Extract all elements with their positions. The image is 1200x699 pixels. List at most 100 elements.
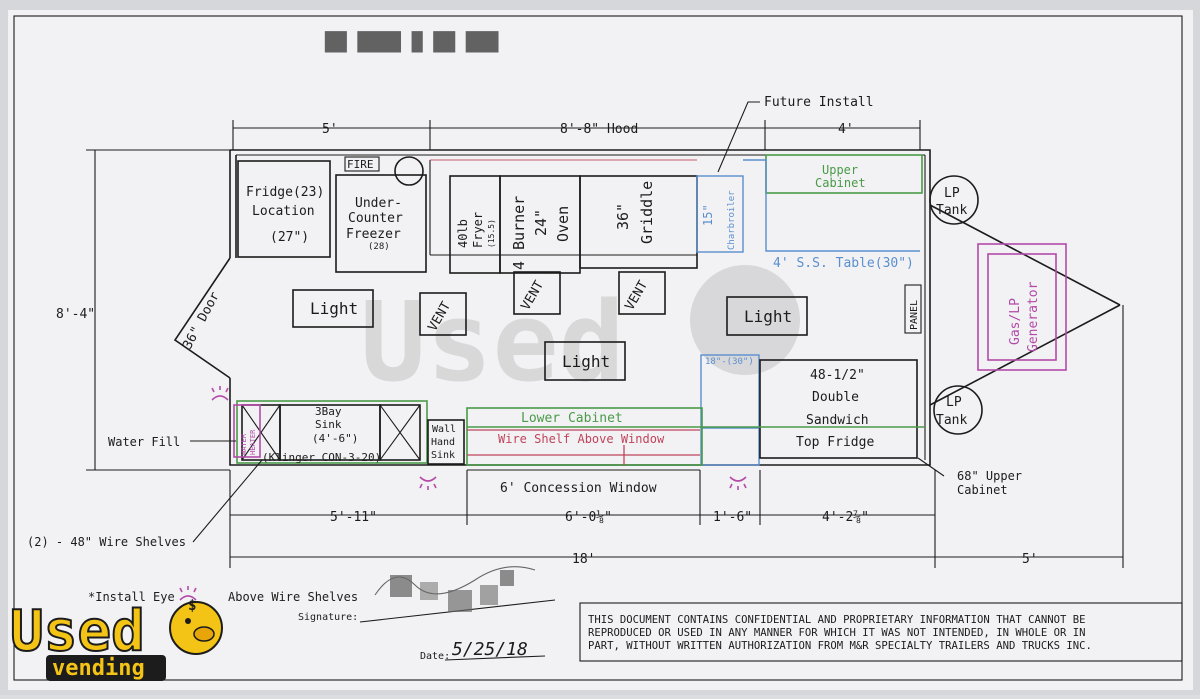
- lp-tank-1-label2: Tank: [936, 203, 967, 218]
- upper-cabinet-label-2: Cabinet: [815, 176, 866, 190]
- hand-sink-label-2: Hand: [431, 437, 455, 448]
- install-eye-note: *Install Eye: [88, 590, 175, 604]
- above-wire-note: Above Wire Shelves: [228, 590, 358, 604]
- vent-3-box: [618, 271, 666, 315]
- panel-box: [904, 284, 922, 334]
- sandwich-fridge-box: [759, 359, 918, 459]
- burner-label-3: 24": [532, 209, 550, 236]
- dim-bottom-6-0: 6'-0⅛": [565, 510, 612, 525]
- vent-2-box: [513, 271, 561, 315]
- dim-bottom-5-11: 5'-11": [330, 510, 377, 525]
- fridge-label-2: Location: [252, 204, 315, 219]
- sandwich-fridge-label-3: Sandwich: [806, 413, 869, 428]
- dim-overall-18: 18': [572, 552, 595, 567]
- water-heater-box: [233, 404, 261, 458]
- space-18-30-box: [700, 354, 760, 466]
- sink-label-1: 3Bay: [315, 405, 342, 418]
- sink-bay-3: [379, 404, 421, 461]
- dim-hood: 8'-8" Hood: [560, 122, 638, 137]
- logo-vending-text: vending: [52, 656, 145, 681]
- watermark-pig: [690, 265, 800, 375]
- fire-extinguisher-icon: [394, 156, 424, 186]
- fridge-label-1: Fridge(23): [246, 185, 324, 200]
- lp-tank-1: [929, 175, 979, 225]
- fridge-label-3: (27"): [270, 230, 309, 245]
- dim-bottom-4-2: 4'-2⅞": [822, 510, 869, 525]
- water-fill-label: Water Fill: [108, 435, 180, 449]
- freezer-label-2: Counter: [348, 211, 403, 226]
- dim-bottom-1-6: 1'-6": [713, 510, 752, 525]
- water-heater-label-1: WATER: [240, 433, 248, 455]
- sink-label-2: Sink: [315, 418, 342, 431]
- drawing-border: [13, 15, 1183, 681]
- upper-cabinet-68-leader: [917, 457, 945, 477]
- fryer-label-3: (15.5): [487, 219, 496, 248]
- charbroiler-label-1: 15": [701, 204, 715, 226]
- sink-label-3: (4'-6"): [312, 432, 358, 445]
- generator-label-2: Generator: [1026, 281, 1041, 352]
- upper-cabinet-68-label-2: Cabinet: [957, 483, 1008, 497]
- eye-light-4: [179, 586, 197, 601]
- signature-label: Signature:: [298, 612, 358, 623]
- sandwich-fridge-label-4: Top Fridge: [796, 435, 874, 450]
- light-2-label: Light: [562, 352, 610, 371]
- dim-height: 8'-4": [56, 307, 95, 322]
- hand-sink-label-1: Wall: [432, 424, 456, 435]
- dim-top-4ft: 4': [838, 122, 854, 137]
- freezer-label-3: Freezer: [346, 227, 401, 242]
- charbroiler-box: [696, 175, 744, 253]
- logo-pig-eye: [185, 618, 191, 624]
- griddle-label-1: 36": [614, 203, 632, 230]
- light-3-box: [726, 296, 808, 336]
- freezer-label-1: Under-: [355, 196, 402, 211]
- water-heater-label-2: HEATER: [249, 429, 257, 455]
- sink-label-4: (Klinger CON-3-20): [262, 451, 381, 464]
- wire-shelves-leader: [192, 459, 263, 543]
- paper-sheet: [8, 10, 1193, 690]
- lp-tank-1-label: LP: [944, 186, 960, 201]
- disclaimer-line-1: THIS DOCUMENT CONTAINS CONFIDENTIAL AND …: [588, 614, 1085, 626]
- eye-light-3: [729, 476, 747, 490]
- vent-1-box: [419, 292, 467, 336]
- hand-sink-box: [427, 419, 465, 465]
- fire-label: FIRE: [347, 158, 374, 171]
- generator-inner: [987, 253, 1057, 361]
- date-line: [444, 655, 546, 661]
- sandwich-fridge-label-2: Double: [812, 390, 859, 405]
- fire-extinguisher-box: [344, 156, 380, 172]
- blurred-title: ██ ████ █ ██ ███: [324, 31, 500, 53]
- dim-top-5ft: 5': [322, 122, 338, 137]
- future-install-label: Future Install: [764, 95, 874, 110]
- signature-blurred: [374, 566, 536, 612]
- disclaimer-box: [579, 602, 1183, 662]
- lower-cabinet-box: [466, 407, 703, 466]
- panel-label: PANEL: [909, 300, 920, 330]
- sandwich-fridge-label-1: 48-1/2": [810, 368, 865, 383]
- disclaimer-line-2: REPRODUCED OR USED IN ANY MANNER FOR WHI…: [588, 627, 1085, 639]
- wire-shelf-label: Wire Shelf Above Window: [498, 432, 665, 446]
- eye-light-2: [419, 476, 437, 490]
- concession-window-label: 6' Concession Window: [500, 481, 657, 496]
- door-swing: [173, 257, 231, 379]
- logo-vending-bg: [46, 655, 166, 681]
- light-3-label: Light: [744, 307, 792, 326]
- ss-table-label: 4' S.S. Table(30"): [773, 256, 914, 271]
- burner-label-2: Burner: [510, 196, 528, 250]
- sink-counter: [236, 400, 428, 464]
- upper-cabinet-68-label-1: 68" Upper: [957, 469, 1022, 483]
- burner-label-4: Oven: [554, 206, 572, 242]
- freezer-box: [335, 174, 427, 273]
- ss-table-outline: [743, 159, 920, 252]
- wire-shelves-note: (2) - 48" Wire Shelves: [27, 535, 186, 549]
- lp-tank-2-label: LP: [946, 395, 962, 410]
- date-label: Date:: [420, 651, 450, 662]
- logo-pig-icon: [169, 601, 223, 655]
- future-install-leader: [717, 101, 760, 173]
- used-vending-logo: Used $ vending: [9, 598, 223, 681]
- fryer-label-2: Fryer: [471, 212, 485, 248]
- light-1-box: [292, 289, 374, 328]
- disclaimer-line-3: PART, WITHOUT WRITTEN AUTHORIZATION FROM…: [588, 640, 1092, 652]
- burner-label-1: 4: [510, 261, 528, 270]
